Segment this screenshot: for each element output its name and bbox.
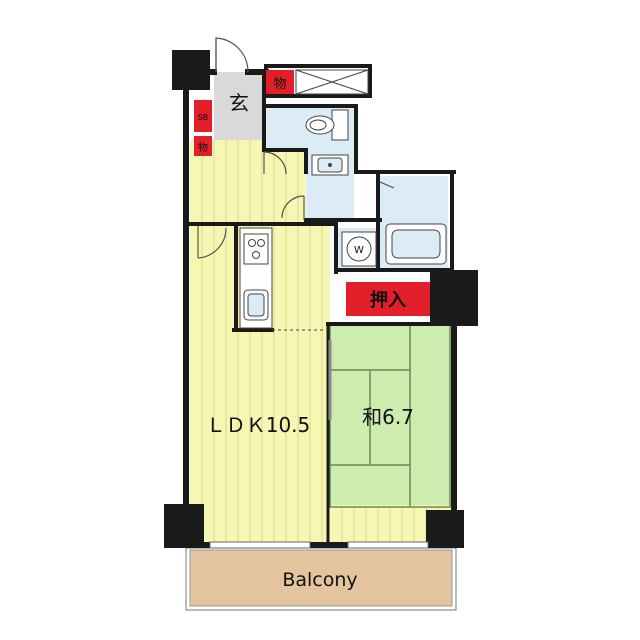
- washitsu-room: [329, 324, 451, 542]
- shoe-box-label: SB: [198, 113, 209, 122]
- columns: [164, 50, 478, 548]
- shoe-box-badge: SB: [194, 100, 212, 132]
- washer-label: W: [354, 245, 364, 256]
- washing-machine-icon: W: [341, 231, 377, 267]
- windows: [209, 541, 429, 549]
- door-swing-icon: [197, 37, 395, 420]
- balcony-label: Balcony: [282, 569, 357, 591]
- oshiire-label: 押入: [370, 289, 406, 311]
- oshiire-badge: 押入: [346, 282, 430, 316]
- stove-icon: [243, 233, 269, 265]
- ldk-label: ＬＤＫ10.5: [206, 413, 311, 437]
- entrance: [214, 72, 264, 140]
- washbasin-icon: [311, 154, 349, 176]
- storage-small-badge: 物: [194, 136, 212, 156]
- balcony: [185, 547, 457, 611]
- storage-top-badge: 物: [266, 70, 294, 94]
- toilet-icon: [305, 109, 349, 141]
- entrance-label: 玄: [229, 91, 249, 115]
- storage-top-label: 物: [273, 77, 286, 92]
- washitsu-label: 和6.7: [362, 405, 414, 429]
- bathtub-icon: [385, 223, 447, 265]
- kitchen-counter: [239, 227, 328, 331]
- sink-icon: [243, 289, 269, 321]
- closet-cross-icon: [295, 69, 369, 95]
- storage-small-label: 物: [198, 141, 208, 154]
